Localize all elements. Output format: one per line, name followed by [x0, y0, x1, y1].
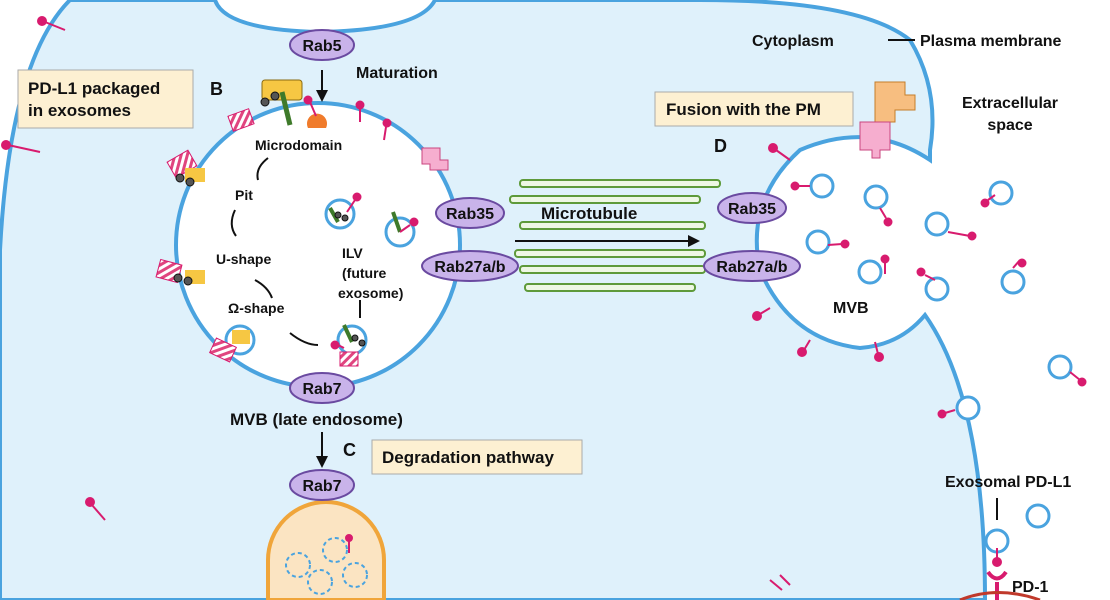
omega-shape-label: Ω-shape [228, 300, 285, 316]
rab35-left-label: Rab35 [446, 206, 494, 223]
rab5-label: Rab5 [302, 38, 341, 55]
extracellular-label-line2: space [987, 117, 1032, 134]
mvb-label: MVB [833, 300, 869, 317]
extracellular-receptor [421, 81, 916, 171]
rab27-right-label: Rab27a/b [716, 259, 787, 276]
released-exosomes [805, 173, 1073, 554]
u-shape-label: U-shape [216, 251, 271, 267]
ilv-arrow [289, 332, 319, 346]
pit-arrow [256, 157, 269, 181]
panel-d-label: D [714, 136, 727, 156]
omega-arrow [254, 279, 273, 299]
pdl1-packaged-line1: PD-L1 packaged [28, 79, 160, 98]
fusion-box [654, 91, 854, 127]
degradation-box [371, 439, 583, 475]
pd1-label: PD-1 [1012, 579, 1049, 596]
pit-label: Pit [235, 187, 253, 203]
lysosome [266, 500, 386, 600]
exosomal-pdl1-label: Exosomal PD-L1 [945, 474, 1071, 491]
pdl1-packaged-box [17, 69, 194, 129]
cytoplasm-label: Cytoplasm [752, 33, 834, 50]
rab27-left-label: Rab27a/b [434, 259, 505, 276]
rab7-lysosome-label: Rab7 [302, 478, 341, 495]
rab-proteins [289, 29, 801, 501]
maturation-arrowhead [316, 90, 328, 102]
degradation-arrowhead [316, 456, 328, 468]
extracellular-label-line1: Extracellular [962, 95, 1058, 112]
fusion-label: Fusion with the PM [666, 100, 821, 119]
microdomain-label: Microdomain [255, 137, 342, 153]
panel-b-label: B [210, 79, 223, 99]
lysosome-ilv [322, 537, 348, 563]
rab7-mvb-label: Rab7 [302, 381, 341, 398]
ilv-label-line1: ILV [342, 245, 363, 261]
target-cell-membrane [959, 591, 1041, 600]
cargo-beads [173, 91, 366, 347]
pd1-receptor [986, 570, 1008, 581]
pdl1-packaged-line2: in exosomes [28, 101, 131, 120]
rab35-right-label: Rab35 [728, 201, 776, 218]
lysosome-ilv [285, 552, 311, 578]
ilv-label-line3: exosome) [338, 285, 403, 301]
ushape-arrow [230, 209, 237, 237]
lysosome-ilv [307, 569, 333, 595]
microtubules [509, 179, 721, 292]
ilv-label-line2: (future [342, 265, 387, 281]
lysosome-ilv [342, 562, 368, 588]
microtubule-label: Microtubule [541, 204, 637, 223]
plasma-membrane-label: Plasma membrane [920, 33, 1062, 50]
panel-c-label: C [343, 440, 356, 460]
degradation-label: Degradation pathway [382, 448, 554, 467]
maturation-label: Maturation [356, 65, 438, 82]
transport-arrowhead [688, 235, 700, 247]
pdl1-lollipops [1, 16, 1087, 591]
mvb-late-endosome-label: MVB (late endosome) [230, 410, 403, 429]
